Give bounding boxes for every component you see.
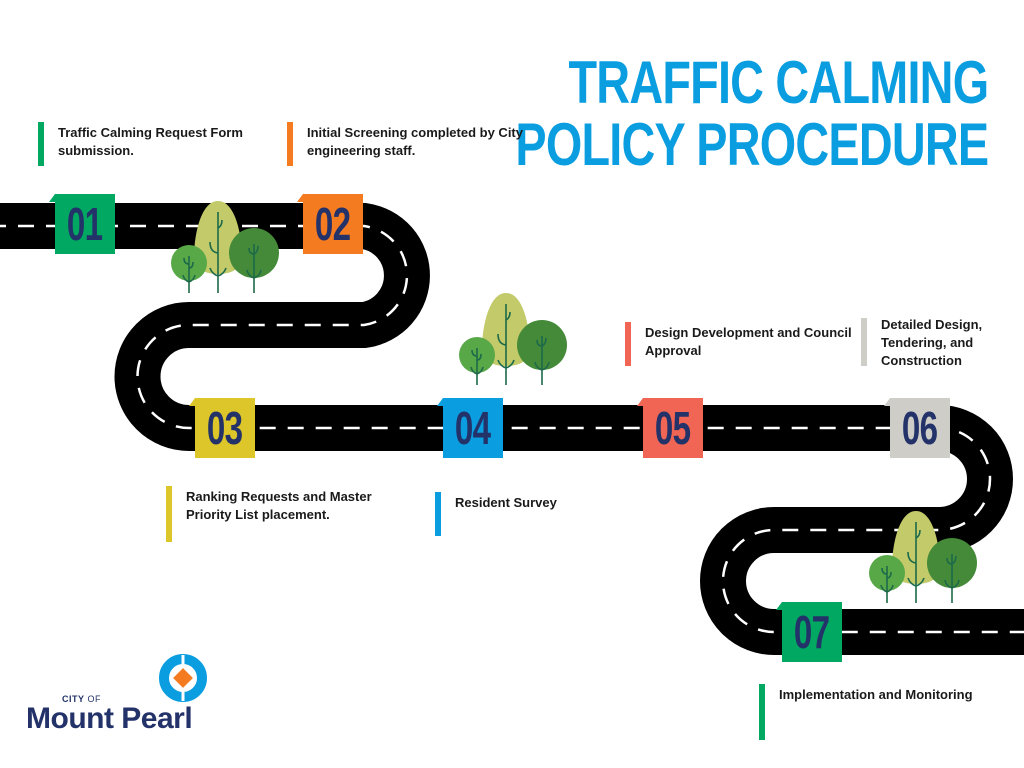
step-number-04: 04 [455,402,491,454]
step-02-text: Initial Screening completed by City engi… [307,125,523,158]
tree-cluster [459,293,567,385]
step-06-text: Detailed Design, Tendering, and Construc… [881,317,983,368]
step-04-text: Resident Survey [455,495,557,510]
city-logo: CITY OF Mount Pearl [26,652,226,742]
tree-trunk [907,522,925,603]
logo-of-word: OF [87,694,102,704]
tree-trunk [497,304,515,385]
step-number-02: 02 [315,198,351,250]
tree-trunk [182,256,196,293]
step-badge-05: 05 [637,398,703,458]
step-label-03: Ranking Requests and Master Priority Lis… [166,486,396,542]
step-03-text: Ranking Requests and Master Priority Lis… [186,489,372,522]
step-01-accent-bar [38,122,44,166]
step-07-text: Implementation and Monitoring [779,687,973,702]
step-07-accent-bar [759,684,765,740]
logo-city-of: CITY OF [62,694,101,704]
step-badge-03: 03 [189,398,255,458]
step-03-accent-bar [166,486,172,542]
step-label-07: Implementation and Monitoring [759,684,1019,740]
step-04-accent-bar [435,492,441,536]
step-badge-02: 02 [297,194,363,254]
step-badge-04: 04 [437,398,503,458]
step-05-text: Design Development and Council Approval [645,325,852,358]
title-line-1: TRAFFIC CALMING [568,49,989,116]
logo-name: Mount Pearl [26,702,193,735]
step-label-01: Traffic Calming Request Form submission. [38,122,258,166]
logo-city-word: CITY [62,694,85,704]
step-badge-07: 07 [776,602,842,662]
tree-trunk [944,554,960,603]
title-line-2: POLICY PROCEDURE [515,111,989,178]
tree-trunk [209,212,227,293]
tree-trunk [470,348,484,385]
step-number-06: 06 [902,402,938,454]
step-number-01: 01 [67,198,103,250]
tree-trunk [534,336,550,385]
tree-cluster [869,511,977,603]
step-number-05: 05 [655,402,691,454]
page-title: TRAFFIC CALMING POLICY PROCEDURE [515,49,989,178]
step-label-02: Initial Screening completed by City engi… [287,122,547,166]
mount-pearl-emblem-icon [159,654,207,702]
step-label-05: Design Development and Council Approval [625,322,865,366]
step-01-text: Traffic Calming Request Form submission. [58,125,243,158]
step-label-04: Resident Survey [435,492,635,536]
step-number-03: 03 [207,402,243,454]
tree-trunk [246,244,262,293]
step-06-accent-bar [861,318,867,366]
step-badge-01: 01 [49,194,115,254]
tree-cluster [171,201,279,293]
step-badge-06: 06 [884,398,950,458]
step-number-07: 07 [794,606,830,658]
step-02-accent-bar [287,122,293,166]
tree-trunk [880,566,894,603]
step-05-accent-bar [625,322,631,366]
step-label-06: Detailed Design, Tendering, and Construc… [861,317,1011,370]
